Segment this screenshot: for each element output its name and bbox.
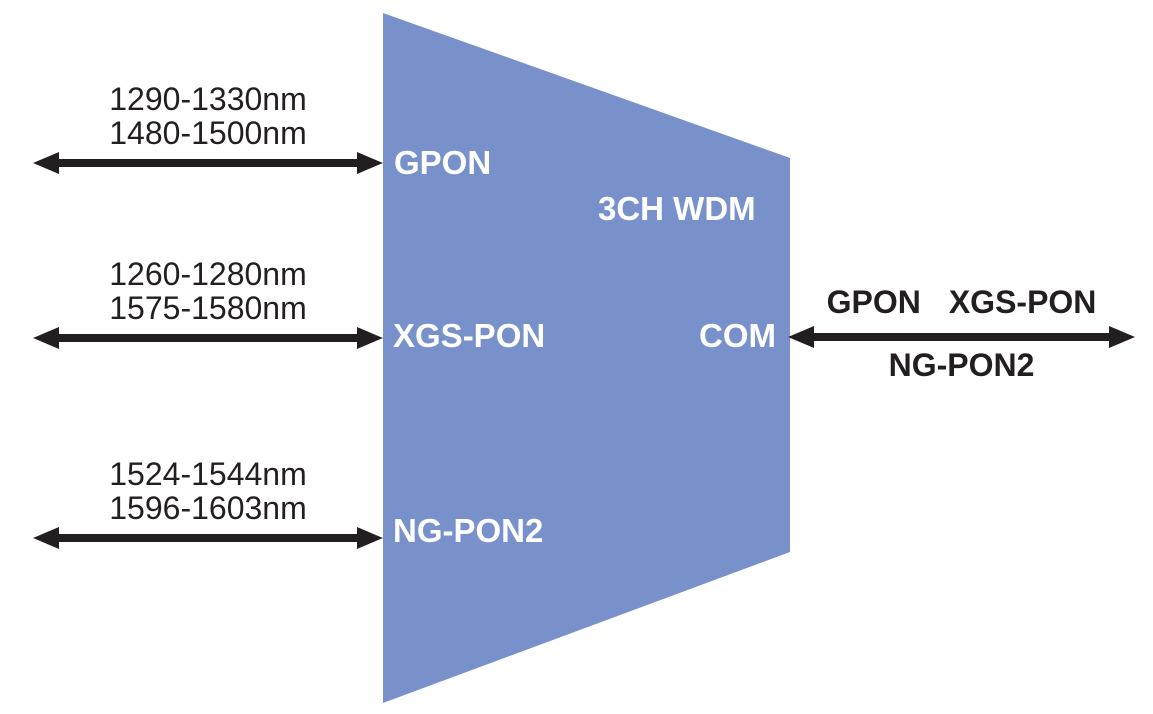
- output-label-gpon: GPON: [826, 284, 921, 320]
- bidirectional-arrow: [33, 527, 383, 549]
- bidirectional-arrow: [33, 327, 383, 349]
- arrowhead-right-icon: [1109, 326, 1135, 348]
- arrow-shaft: [53, 334, 363, 342]
- arrowhead-right-icon: [357, 152, 383, 174]
- output-label-ng-pon2: NG-PON2: [888, 347, 1035, 383]
- arrowhead-left-icon: [788, 326, 814, 348]
- arrowhead-left-icon: [33, 152, 59, 174]
- port-label-xgs-pon: XGS-PON: [393, 317, 546, 354]
- arrowhead-right-icon: [357, 527, 383, 549]
- wavelength-range: 1596-1603nm: [109, 490, 307, 526]
- wavelength-range: 1524-1544nm: [109, 456, 307, 492]
- gpon-input-group: 1290-1330nm 1480-1500nm: [33, 82, 383, 174]
- wavelength-range: 1575-1580nm: [109, 290, 307, 326]
- arrow-shaft: [53, 534, 363, 542]
- output-labels-above: GPON XGS-PON: [788, 285, 1135, 319]
- port-label-ng-pon2: NG-PON2: [393, 512, 544, 549]
- arrow-shaft: [808, 333, 1115, 341]
- arrowhead-left-icon: [33, 327, 59, 349]
- arrow-shaft: [53, 159, 363, 167]
- ng-pon2-input-group: 1524-1544nm 1596-1603nm: [33, 457, 383, 549]
- device-title: 3CH WDM: [598, 190, 756, 227]
- bidirectional-arrow: [33, 152, 383, 174]
- wavelength-range: 1290-1330nm: [109, 81, 307, 117]
- wavelength-range: 1480-1500nm: [109, 115, 307, 151]
- port-label-com: COM: [699, 317, 776, 354]
- com-output-group: GPON XGS-PON NG-PON2: [788, 285, 1135, 382]
- port-label-gpon: GPON: [394, 144, 492, 181]
- output-label-xgs-pon: XGS-PON: [948, 284, 1097, 320]
- bidirectional-arrow: [788, 326, 1135, 348]
- arrowhead-left-icon: [33, 527, 59, 549]
- xgs-pon-input-group: 1260-1280nm 1575-1580nm: [33, 257, 383, 349]
- wavelength-range: 1260-1280nm: [109, 256, 307, 292]
- arrowhead-right-icon: [357, 327, 383, 349]
- trapezoid-shape: [383, 13, 790, 703]
